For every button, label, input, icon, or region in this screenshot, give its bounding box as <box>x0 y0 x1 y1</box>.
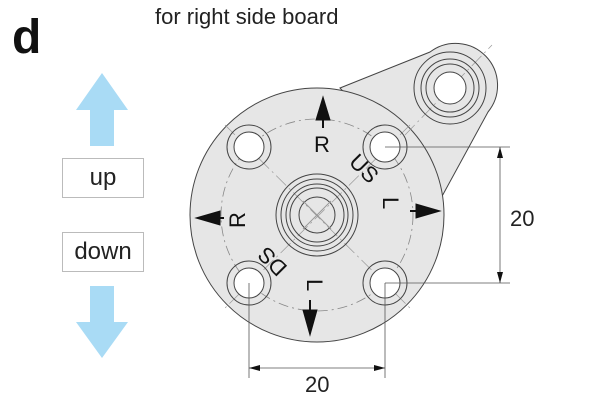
figure-title: for right side board <box>155 4 339 29</box>
bolt-circle <box>220 118 414 312</box>
label-l-bottom: L <box>302 279 327 291</box>
down-button[interactable]: down <box>62 232 144 272</box>
dimension-lines <box>248 146 510 378</box>
panel-letter: d <box>12 11 42 64</box>
dimension-vertical: 20 <box>510 206 534 231</box>
up-label: up <box>89 164 117 191</box>
dimension-horizontal: 20 <box>305 372 329 397</box>
down-label: down <box>74 238 132 265</box>
center-boss <box>275 173 359 257</box>
ear-hole <box>413 51 487 125</box>
up-arrow-icon[interactable] <box>76 73 128 146</box>
label-r-top: R <box>314 132 330 157</box>
down-arrow-icon[interactable] <box>76 286 128 358</box>
direction-arrows <box>194 95 442 337</box>
label-l-right: L <box>378 197 403 209</box>
label-r-left: R <box>225 212 250 228</box>
up-button[interactable]: up <box>62 158 144 198</box>
